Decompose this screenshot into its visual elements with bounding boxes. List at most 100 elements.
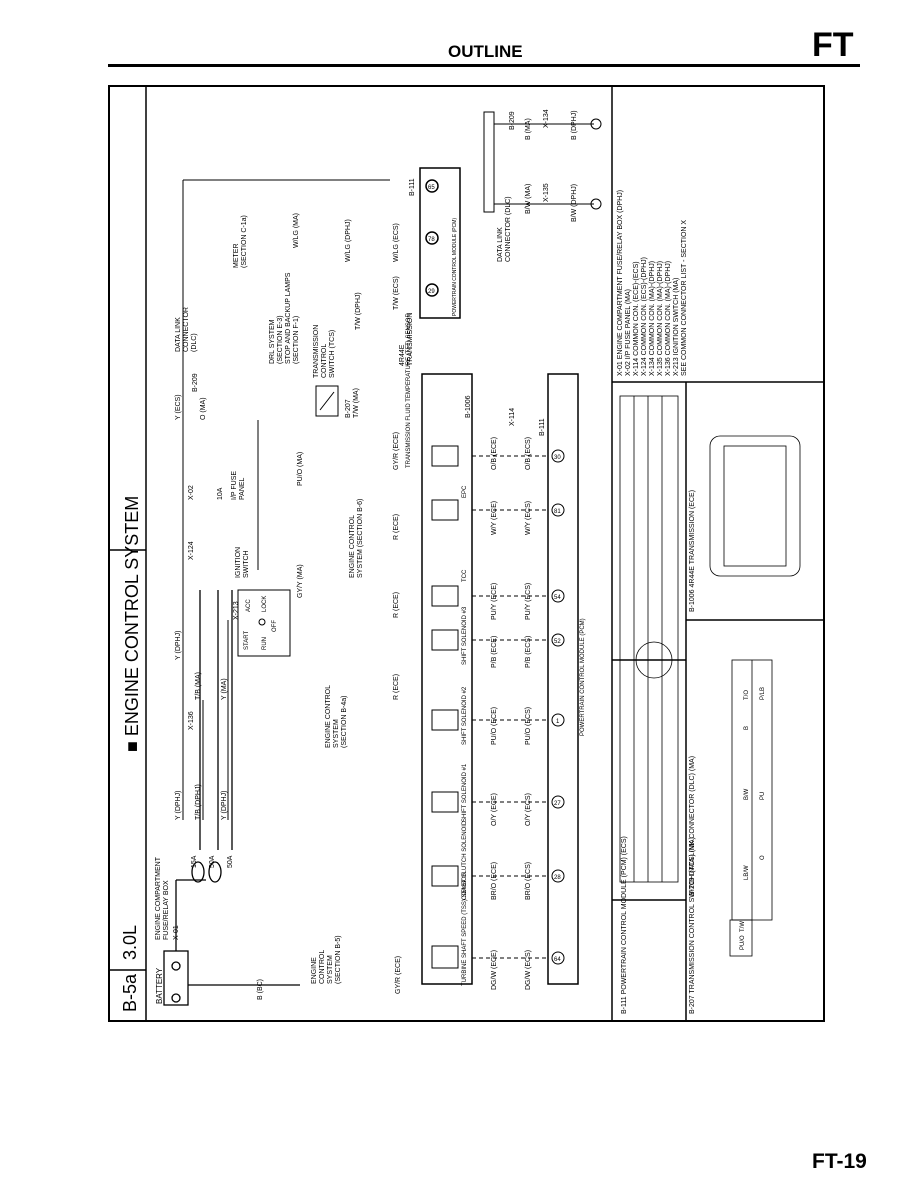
meter-label-1: METER (233, 244, 240, 269)
transmission-box (421, 373, 473, 985)
comp-coast-clutch: COAST CLUTCH SOLENOID (462, 820, 468, 900)
top-pcm-pin-2: 78 (428, 237, 435, 243)
comp-ss1: SHIFT SOLENOID #1 (462, 763, 468, 822)
fuse-15a: 15A (191, 855, 198, 868)
trans-title-1: 4R44E (399, 344, 406, 366)
pcm-box (547, 373, 579, 985)
wire-y-ecs: Y (ECS) (175, 394, 182, 420)
x135-label: X-135 (543, 183, 550, 202)
tcs-label-3: SWITCH (TCS) (329, 330, 336, 378)
fuse-10a: 10A (217, 487, 224, 500)
legend-list-1: X-01 ENGINE COMPARTMENT FUSE/RELAY BOX (… (617, 190, 624, 376)
tw-ecs: T/W (ECS) (393, 276, 400, 310)
x124-label: X-124 (188, 541, 195, 560)
pcm-pin-8: 30 (554, 455, 561, 461)
pcm-top-box (419, 167, 461, 319)
tw-dphj: T/W (DPHJ) (355, 292, 362, 330)
tcs-pin-1: PU/O (740, 935, 746, 950)
ece-wire-5: P/B (ECE) (491, 636, 498, 668)
page-header-title: OUTLINE (448, 42, 523, 61)
engine-ctrl-b5-1: ENGINE (311, 957, 318, 984)
ign-run: RUN (262, 637, 268, 650)
b111-label-bottom: B-111 (539, 418, 546, 436)
engine-ctrl-b5-2: CONTROL (319, 950, 326, 984)
fuse-50a-1: 50A (209, 855, 216, 868)
fuse-50a-2: 50A (227, 855, 234, 868)
ece-wire-6: PU/Y (ECE) (491, 583, 498, 620)
wlg-ecs: W/LG (ECS) (393, 223, 400, 262)
tcs-switch (315, 385, 339, 417)
header-rule (108, 64, 860, 67)
dlc-pin-4: PU (760, 792, 766, 800)
ignition-switch (237, 589, 291, 657)
comp-epc: EPC (462, 485, 468, 498)
wire-y-dphj-top: Y (DPHJ) (175, 631, 182, 660)
dlc-pin-2: O (760, 855, 766, 860)
dlc-area (483, 111, 602, 213)
dlc-pin-5: B (744, 726, 750, 730)
legend-list-5: X-134 COMMON CON. (MA)-(DPHJ) (649, 261, 656, 376)
drl-label-1: DRL SYSTEM (269, 319, 276, 364)
x136-label: X-136 (188, 711, 195, 730)
tw-ma: T/W (MA) (353, 388, 360, 418)
ip-fuse-panel-2: PANEL (239, 477, 246, 500)
ecs-wire-1: DG/W (ECS) (525, 950, 532, 990)
legend-list-6: X-135 COMMON CON. (MA)-(DPHJ) (657, 261, 664, 376)
dlc-pin-3: B/W (744, 788, 750, 800)
legend-b111: B-111 POWERTRAIN CONTROL MODULE (PCM) (E… (621, 836, 628, 1014)
bw-dphj: B/W (DPHJ) (571, 184, 578, 222)
top-pcm-pin-1: 29 (428, 289, 435, 295)
drl-label-2: (SECTION E-3) (277, 315, 284, 364)
ecs-wire-5: P/B (ECS) (525, 636, 532, 668)
drl-label-4: (SECTION F-1) (293, 316, 300, 364)
wire-y-ma: Y (MA) (221, 678, 228, 700)
bw-ma: B/W (MA) (525, 184, 532, 214)
comp-ss3: SHIFT SOLENOID #3 (462, 606, 468, 665)
ecs-wire-6: PU/Y (ECS) (525, 583, 532, 620)
b209-top: B-209 (192, 373, 199, 392)
engine-label: 3.0L (120, 925, 140, 960)
battery-and-fuse-box (163, 590, 300, 1006)
comp-tcc: TCC (462, 569, 468, 582)
legend-list-4: X-124 COMMON CON. (ECS)-(DPHJ) (641, 257, 648, 376)
wire-gyy-ma: GY/Y (MA) (297, 564, 304, 598)
dlc-pin-6: T/O (744, 690, 750, 700)
meter-label-2: (SECTION C-1a) (241, 215, 248, 268)
ignition-switch-label-2: SWITCH (243, 550, 250, 578)
legend-b207: B-207 TRANSMISSION CONTROL SWITCH (TCS) … (689, 837, 696, 1014)
ecs-wire-8: O/B (ECS) (525, 437, 532, 470)
ece-wire-3: O/Y (ECE) (491, 793, 498, 826)
ecs-wire-2: BR/O (ECS) (525, 862, 532, 900)
comp-ss2: SHIFT SOLENOID #2 (462, 686, 468, 745)
ece-wire-1: DG/W (ECE) (491, 950, 498, 990)
wire-tb-dphj: T/B (DPHJ) (195, 784, 202, 820)
wire-tb-ma: T/B (MA) (195, 672, 202, 700)
r-ece-1: R (ECE) (393, 674, 400, 700)
system-title: ■ ENGINE CONTROL SYSTEM (122, 496, 142, 752)
b-bc-label: B (BC) (257, 979, 264, 1000)
wire-puo-ma: PU/O (MA) (297, 452, 304, 486)
section-code: FT (812, 26, 854, 64)
tcs-label-2: CONTROL (321, 344, 328, 378)
pcm-pin-6: 54 (554, 595, 561, 601)
x02-label: X-02 (188, 485, 195, 500)
b-ma: B (MA) (525, 118, 532, 140)
wire-y-dphj-2: Y (DPHJ) (221, 791, 228, 820)
dlc-label-1: DATA LINK (175, 317, 182, 352)
legend-list-7: X-136 COMMON CON. (MA)-(DPHJ) (665, 261, 672, 376)
pcm-pin-3: 27 (554, 801, 561, 807)
fuse-box-label-1: ENGINE COMPARTMENT (155, 856, 162, 940)
x01-label: X-01 (173, 925, 180, 940)
comp-tft: TRANSMISSION FLUID TEMPERATURE (TFT) SEN… (406, 313, 412, 468)
drl-label-3: STOP AND BACKUP LAMPS (285, 272, 292, 364)
top-pcm-label: POWERTRAIN CONTROL MODULE (PCM) (452, 218, 458, 316)
r-ece-3: R (ECE) (393, 514, 400, 540)
engine-ctrl-b6-2: SYSTEM (SECTION B-6) (357, 499, 364, 578)
trans-pcm-wires (472, 455, 548, 959)
r-ece-2: R (ECE) (393, 592, 400, 618)
wlg-dphj: W/LG (DPHJ) (345, 219, 352, 262)
ece-wire-8: O/B (ECE) (491, 437, 498, 470)
dlc-box-label-2: CONNECTOR (DLC) (505, 196, 512, 262)
ign-start: START (244, 631, 250, 650)
pcm-pin-7: 81 (554, 509, 561, 515)
